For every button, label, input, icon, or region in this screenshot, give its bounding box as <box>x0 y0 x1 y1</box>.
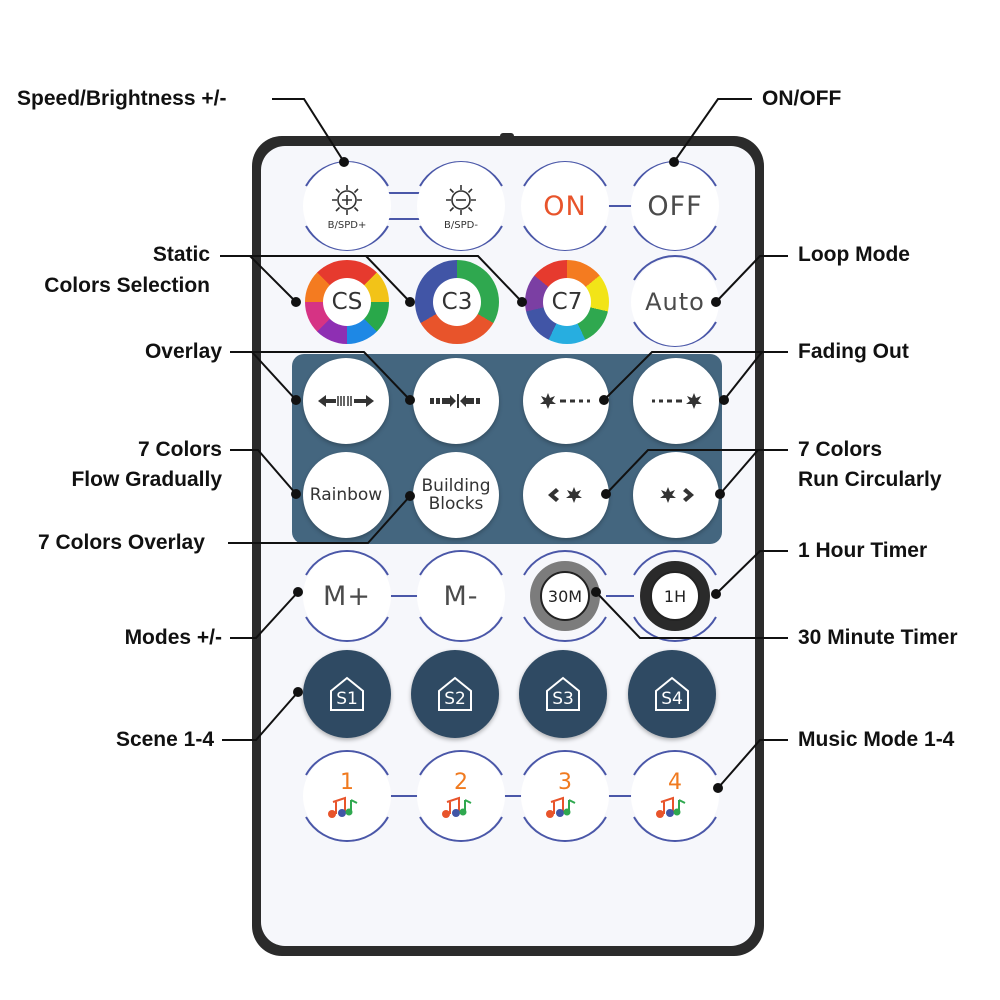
music-2-button[interactable]: 2 <box>417 752 505 840</box>
label-overlay: Overlay <box>144 340 222 363</box>
fade-right-button[interactable] <box>523 358 609 444</box>
music-4-label: 4 <box>668 770 682 795</box>
mode-plus-button[interactable]: M+ <box>303 552 391 640</box>
music-notes-icon <box>328 796 358 818</box>
label-on-off: ON/OFF <box>762 87 842 110</box>
music-4-button[interactable]: 4 <box>631 752 719 840</box>
brightness-up-button[interactable]: B/SPD+ <box>303 162 391 250</box>
arrows-outward-icon <box>318 395 374 407</box>
house-icon: S4 <box>652 675 692 713</box>
scene-4-label: S4 <box>661 689 683 709</box>
scene-2-label: S2 <box>444 689 466 709</box>
label-fading-out: Fading Out <box>798 340 909 363</box>
timer-1h-button[interactable]: 1H <box>631 552 719 640</box>
label-static-line2: Colors Selection <box>44 274 210 297</box>
label-hour-timer: 1 Hour Timer <box>798 539 928 562</box>
c3-label: C3 <box>433 278 481 326</box>
music-1-label: 1 <box>340 770 354 795</box>
timer-1h-label: 1H <box>650 571 700 621</box>
sun-minus-icon <box>446 184 476 215</box>
scene-4-button[interactable]: S4 <box>628 650 716 738</box>
label-colors-overlay: 7 Colors Overlay <box>38 531 205 554</box>
ir-emitter <box>500 133 514 139</box>
brightness-down-caption: B/SPD- <box>444 219 478 231</box>
cs-label: CS <box>323 278 371 326</box>
music-notes-icon <box>656 796 686 818</box>
scene-3-button[interactable]: S3 <box>519 650 607 738</box>
sun-plus-icon <box>332 184 362 215</box>
label-flow-line1: 7 Colors <box>137 438 222 461</box>
music-2-label: 2 <box>454 770 468 795</box>
burst-chevron-right-icon <box>660 487 694 503</box>
circular-left-button[interactable] <box>523 452 609 538</box>
label-modes: Modes +/- <box>124 626 222 649</box>
c7-color-ring: C7 <box>525 260 609 344</box>
fade-left-button[interactable] <box>633 358 719 444</box>
scene-1-label: S1 <box>336 689 358 709</box>
label-music-mode: Music Mode 1-4 <box>798 728 955 751</box>
c3-button[interactable]: C3 <box>413 258 501 346</box>
c7-button[interactable]: C7 <box>523 258 611 346</box>
auto-button[interactable]: Auto <box>631 258 719 346</box>
label-scene: Scene 1-4 <box>115 728 214 751</box>
label-run-line1: 7 Colors <box>798 438 883 461</box>
timer-1h-bezel: 1H <box>640 561 710 631</box>
burst-dashes-right-icon <box>540 393 590 409</box>
brightness-down-button[interactable]: B/SPD- <box>417 162 505 250</box>
mode-plus-label: M+ <box>323 580 371 612</box>
music-3-button[interactable]: 3 <box>521 752 609 840</box>
label-speed-brightness: Speed/Brightness +/- <box>17 87 227 110</box>
cs-button[interactable]: CS <box>303 258 391 346</box>
label-run-line2: Run Circularly <box>798 468 942 491</box>
cs-color-ring: CS <box>305 260 389 344</box>
scene-2-button[interactable]: S2 <box>411 650 499 738</box>
dashes-burst-left-icon <box>652 393 702 409</box>
circular-right-button[interactable] <box>633 452 719 538</box>
label-flow-line2: Flow Gradually <box>71 468 222 491</box>
house-icon: S2 <box>435 675 475 713</box>
chevron-burst-left-icon <box>548 487 582 503</box>
house-icon: S1 <box>327 675 367 713</box>
label-loop-mode: Loop Mode <box>798 243 910 266</box>
timer-30-button[interactable]: 30M <box>521 552 609 640</box>
house-icon: S3 <box>543 675 583 713</box>
mode-minus-button[interactable]: M- <box>417 552 505 640</box>
off-label: OFF <box>647 190 703 222</box>
music-3-label: 3 <box>558 770 572 795</box>
label-minute-timer: 30 Minute Timer <box>798 626 958 649</box>
scene-1-button[interactable]: S1 <box>303 650 391 738</box>
c3-color-ring: C3 <box>415 260 499 344</box>
music-notes-icon <box>546 796 576 818</box>
building-label-line2: Blocks <box>428 494 484 514</box>
overlay-out-button[interactable] <box>303 358 389 444</box>
building-blocks-button[interactable]: Building Blocks <box>413 452 499 538</box>
arrows-inward-icon <box>430 394 480 408</box>
off-button[interactable]: OFF <box>631 162 719 250</box>
auto-label: Auto <box>645 288 705 316</box>
building-label-line1: Building <box>421 476 491 496</box>
on-button[interactable]: ON <box>521 162 609 250</box>
rainbow-button[interactable]: Rainbow <box>303 452 389 538</box>
on-label: ON <box>543 190 587 222</box>
mode-minus-label: M- <box>443 580 479 612</box>
music-notes-icon <box>442 796 472 818</box>
scene-3-label: S3 <box>552 689 574 709</box>
brightness-up-caption: B/SPD+ <box>327 219 367 231</box>
music-1-button[interactable]: 1 <box>303 752 391 840</box>
timer-30-label: 30M <box>540 571 590 621</box>
overlay-in-button[interactable] <box>413 358 499 444</box>
timer-30-bezel: 30M <box>530 561 600 631</box>
label-static-line1: Static <box>152 243 210 266</box>
rainbow-label: Rainbow <box>309 485 383 505</box>
c7-label: C7 <box>543 278 591 326</box>
